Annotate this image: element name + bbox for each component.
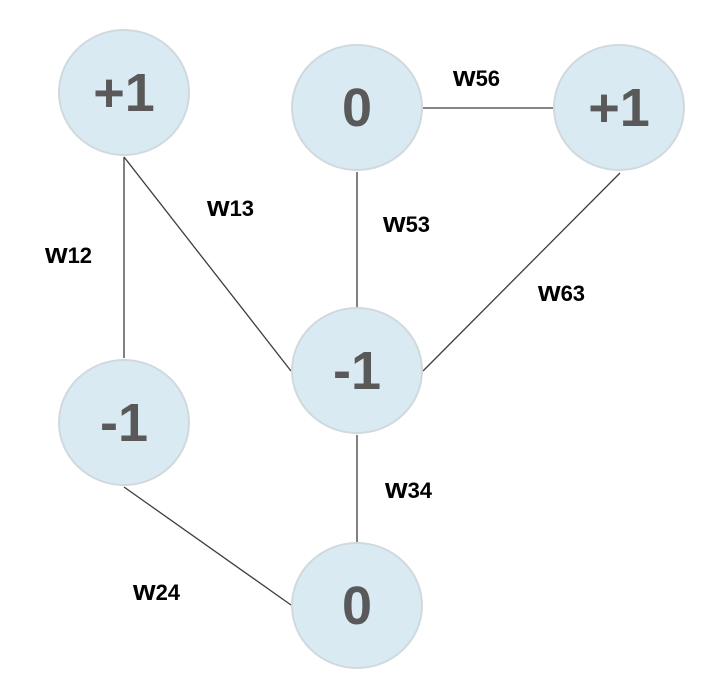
edge-w63 (422, 172, 621, 372)
node-3-value: -1 (332, 340, 381, 401)
edge-label-w63-subscript: 63 (560, 281, 586, 306)
edge-label-w63: w63 (538, 278, 585, 307)
node-1-value: +1 (93, 62, 155, 123)
edge-w24 (123, 486, 292, 606)
edge-label-w24-symbol: w (133, 575, 156, 607)
edge-label-w13: w13 (207, 193, 254, 222)
edge-label-w63-symbol: w (538, 276, 561, 308)
edge-label-w24-subscript: 24 (155, 580, 181, 605)
edge-label-w12-subscript: 12 (67, 243, 93, 268)
edge-label-w34-symbol: w (385, 473, 408, 505)
node-2: -1 (58, 359, 190, 486)
node-4: 0 (291, 542, 423, 669)
edge-label-w13-subscript: 13 (229, 196, 255, 221)
node-2-value: -1 (99, 392, 148, 453)
edge-label-w56: w56 (453, 63, 500, 92)
edge-label-w56-subscript: 56 (475, 66, 501, 91)
edge-label-w34: w34 (385, 475, 432, 504)
node-6: +1 (553, 44, 685, 171)
edge-label-w24: w24 (133, 577, 180, 606)
node-5: 0 (291, 44, 423, 171)
node-4-value: 0 (341, 575, 373, 636)
edge-label-w53-subscript: 53 (405, 212, 431, 237)
edge-label-w34-subscript: 34 (407, 478, 433, 503)
edge-label-w12: w12 (45, 240, 92, 269)
edge-w13 (123, 156, 292, 372)
node-3: -1 (291, 307, 423, 434)
node-1: +1 (58, 29, 190, 156)
edge-label-w13-symbol: w (207, 191, 230, 223)
node-5-value: 0 (341, 77, 373, 138)
edge-label-w53: w53 (383, 209, 430, 238)
edge-label-w12-symbol: w (45, 238, 68, 270)
edge-label-w56-symbol: w (453, 61, 476, 93)
node-6-value: +1 (588, 77, 650, 138)
edge-label-w53-symbol: w (383, 207, 406, 239)
